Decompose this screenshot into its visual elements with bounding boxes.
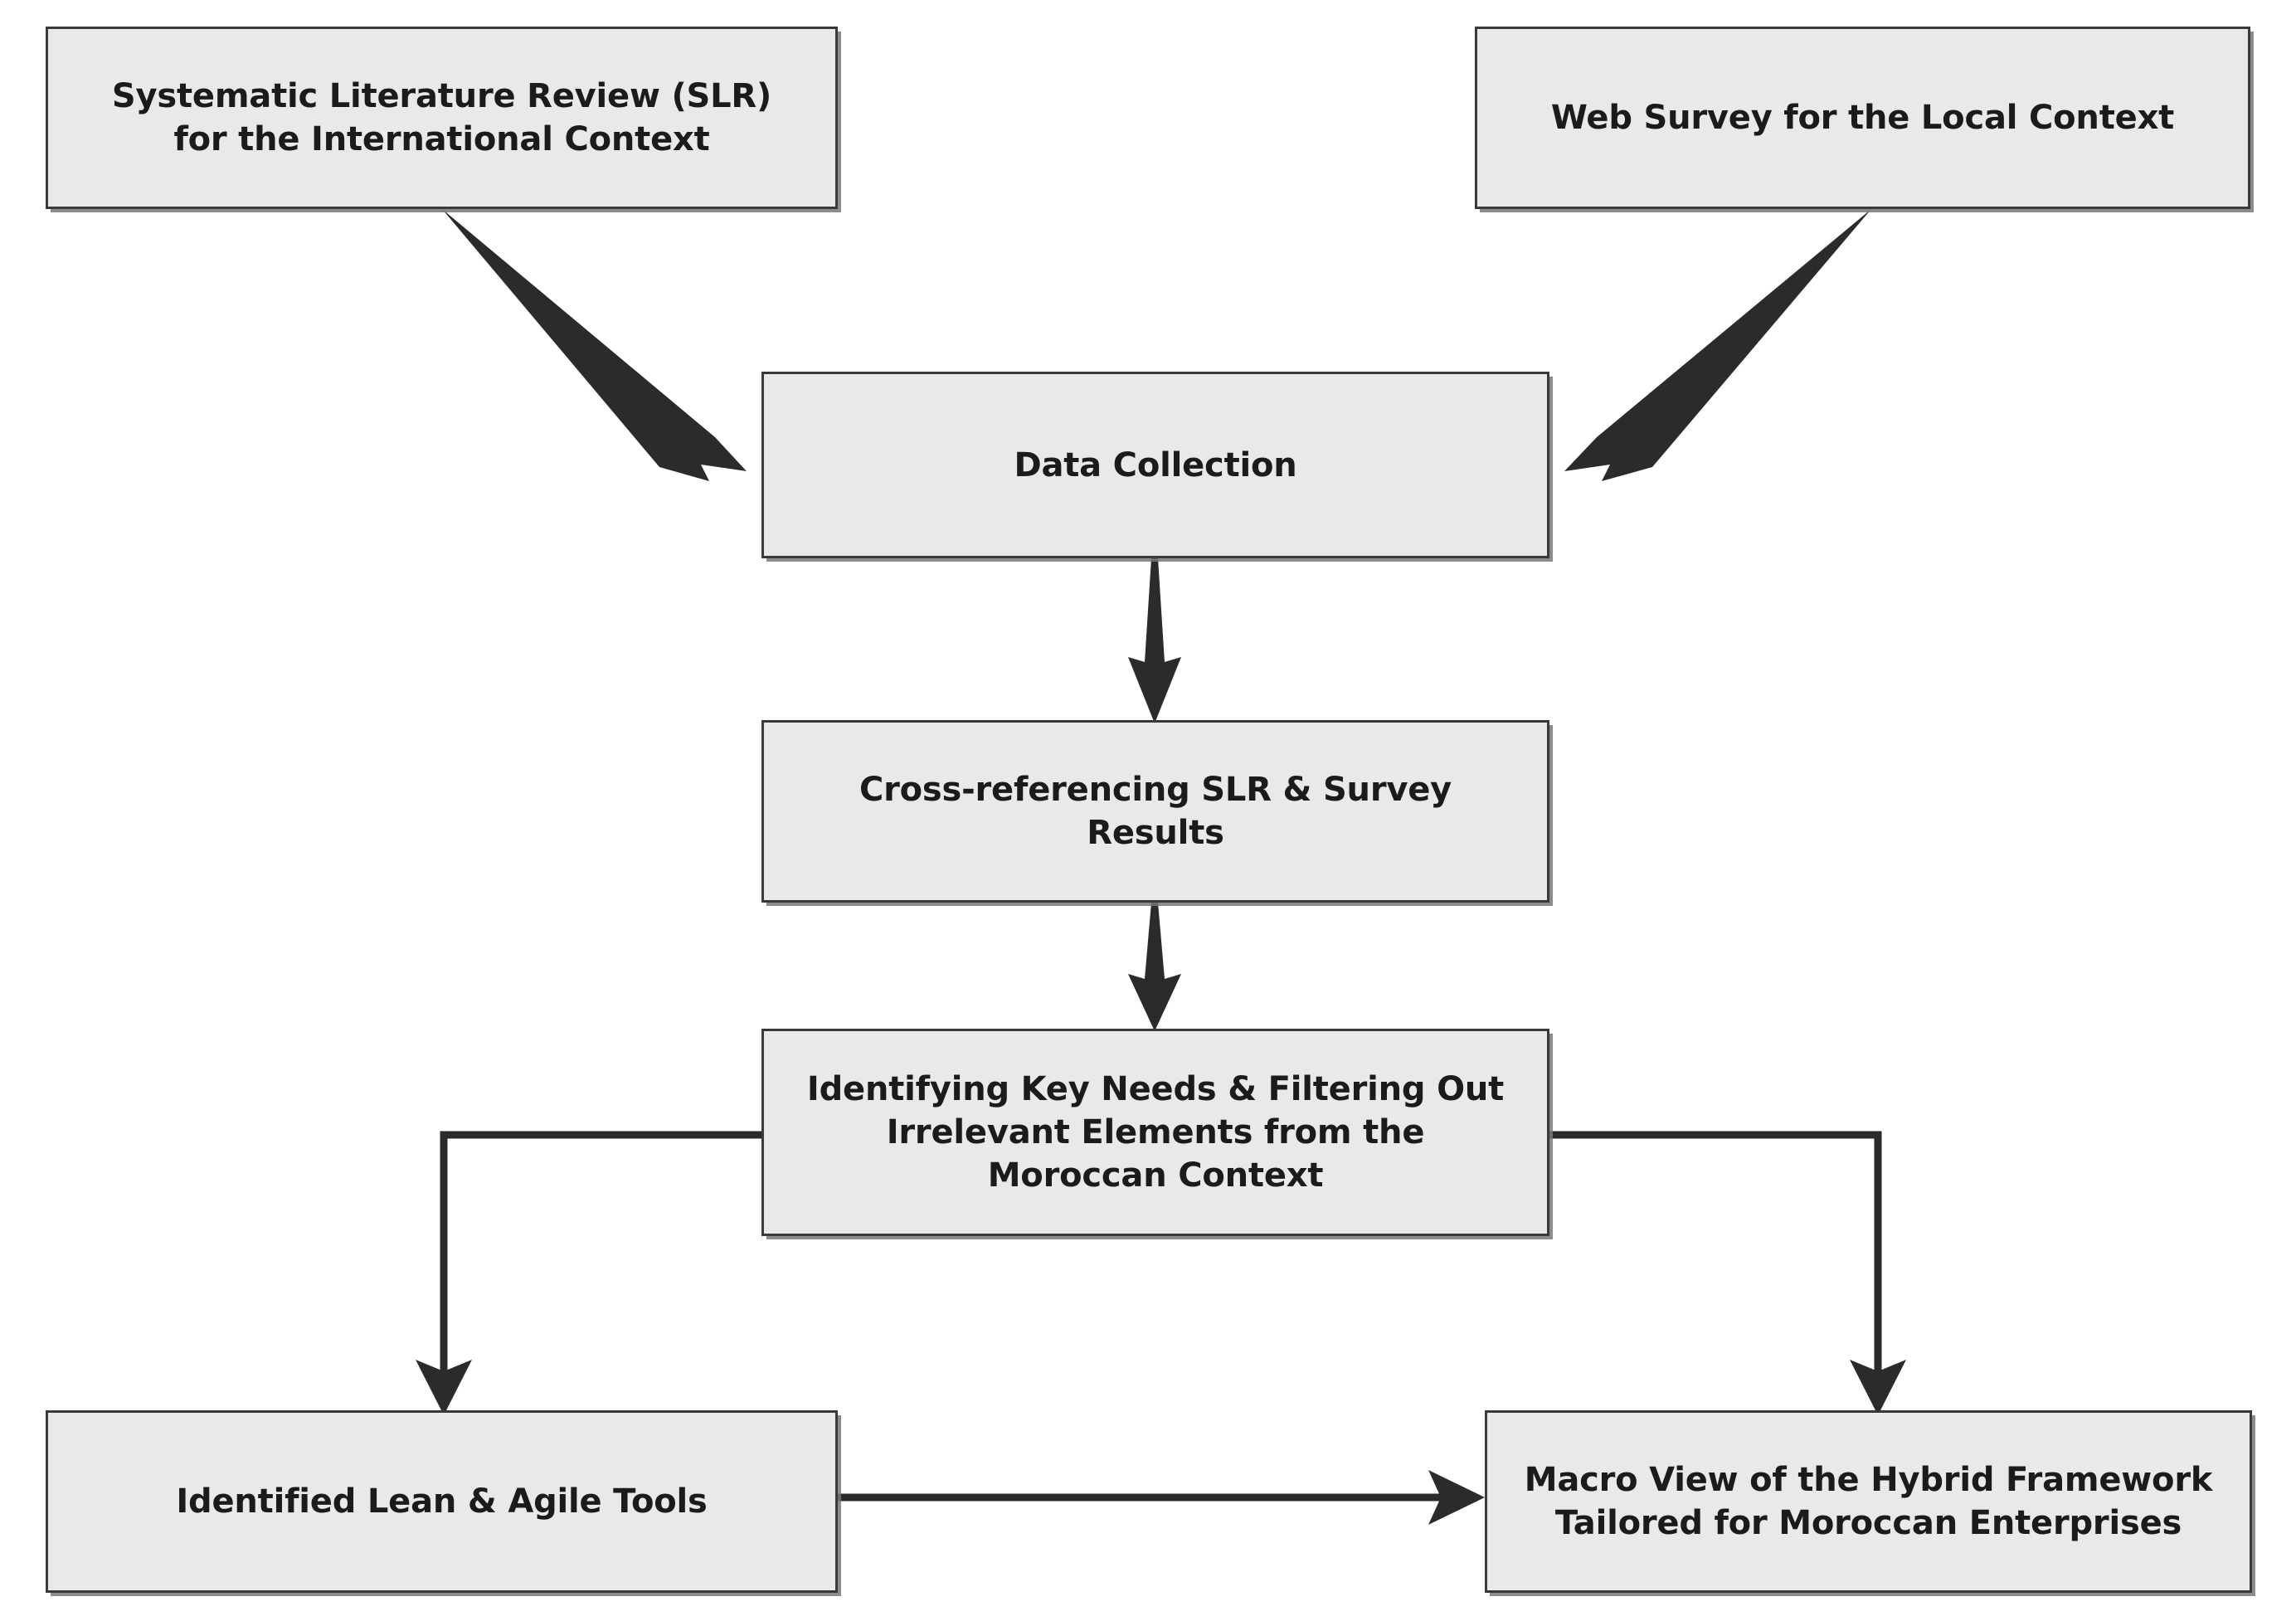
node-label: Identifying Key Needs & Filtering Out Ir… <box>806 1070 1505 1195</box>
node-label: Web Survey for the Local Context <box>1550 99 2175 137</box>
connector-key-needs-to-macro-view <box>1549 1131 1906 1415</box>
node-label: Data Collection <box>1014 445 1297 484</box>
connector-lean-agile-tools-to-macro-view <box>838 1470 1485 1525</box>
node-identifying-key-needs[interactable]: Identifying Key Needs & Filtering Out Ir… <box>761 1029 1549 1236</box>
node-data-collection[interactable]: Data Collection <box>761 372 1549 558</box>
node-cross-referencing[interactable]: Cross-referencing SLR & Survey Results <box>761 720 1549 903</box>
node-web-survey[interactable]: Web Survey for the Local Context <box>1475 27 2250 209</box>
node-label: Identified Lean & Agile Tools <box>176 1482 708 1521</box>
node-label: Macro View of the Hybrid Framework Tailo… <box>1524 1461 2213 1542</box>
connector-data-collection-to-cross-referencing <box>1128 558 1181 723</box>
node-macro-view-hybrid-framework[interactable]: Macro View of the Hybrid Framework Tailo… <box>1485 1410 2252 1593</box>
connector-cross-referencing-to-key-needs <box>1128 903 1181 1031</box>
node-label: Cross-referencing SLR & Survey Results <box>859 771 1452 852</box>
connector-slr-to-data-collection <box>442 209 747 481</box>
node-identified-lean-agile-tools[interactable]: Identified Lean & Agile Tools <box>46 1410 838 1593</box>
connector-survey-to-data-collection <box>1564 209 1871 481</box>
node-systematic-literature-review[interactable]: Systematic Literature Review (SLR) for t… <box>46 27 838 209</box>
connector-key-needs-to-lean-agile-tools <box>416 1131 761 1415</box>
node-label: Systematic Literature Review (SLR) for t… <box>111 77 772 158</box>
